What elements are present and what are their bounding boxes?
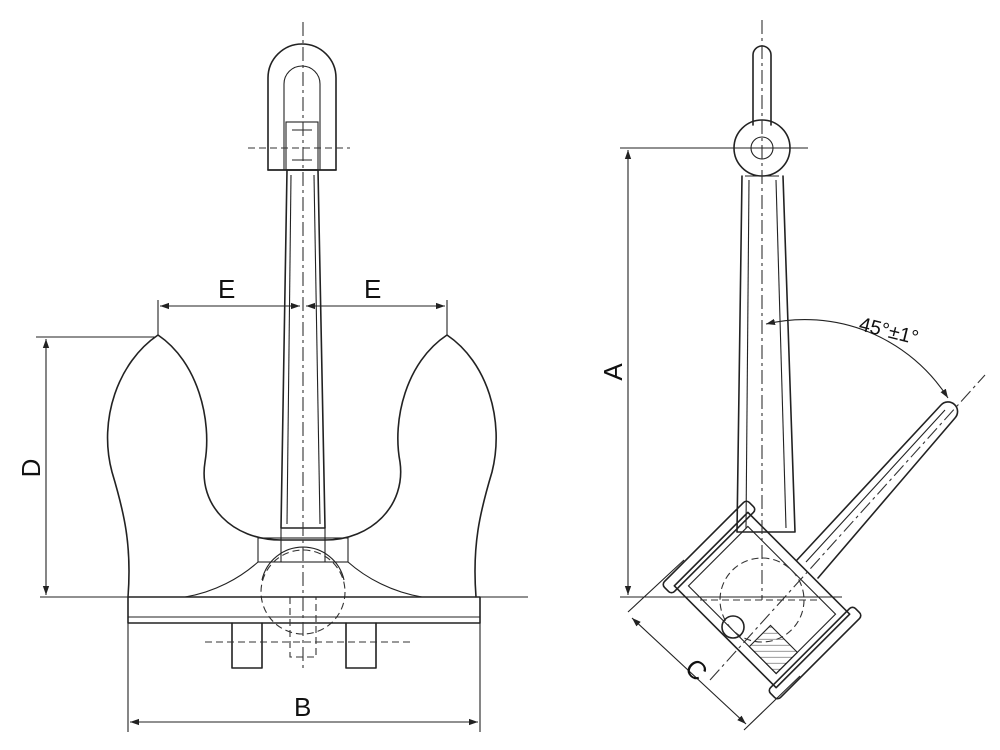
angle-label: 45°±1°: [857, 314, 921, 350]
angle-arc: [765, 318, 949, 399]
dim-c-label: C: [679, 652, 713, 686]
flukes: [106, 334, 497, 598]
crown-ball: [260, 549, 346, 635]
shackle-pin: [285, 121, 319, 171]
fluke-arm: [796, 401, 959, 579]
side-view: [662, 20, 986, 700]
dim-e-left-label: E: [218, 274, 235, 304]
front-dimensions: E E D B: [16, 274, 528, 732]
dim-d-label: D: [16, 459, 46, 478]
dim-e-right-label: E: [364, 274, 381, 304]
shackle: [267, 43, 337, 171]
base-plate: [127, 596, 481, 624]
front-view: [106, 22, 497, 669]
crown-pin: [721, 615, 745, 639]
crown-collar: [257, 537, 349, 563]
base-lugs: [231, 622, 377, 669]
dim-a-label: A: [598, 363, 628, 381]
side-shank: [736, 175, 796, 533]
dim-b-label: B: [294, 692, 311, 722]
